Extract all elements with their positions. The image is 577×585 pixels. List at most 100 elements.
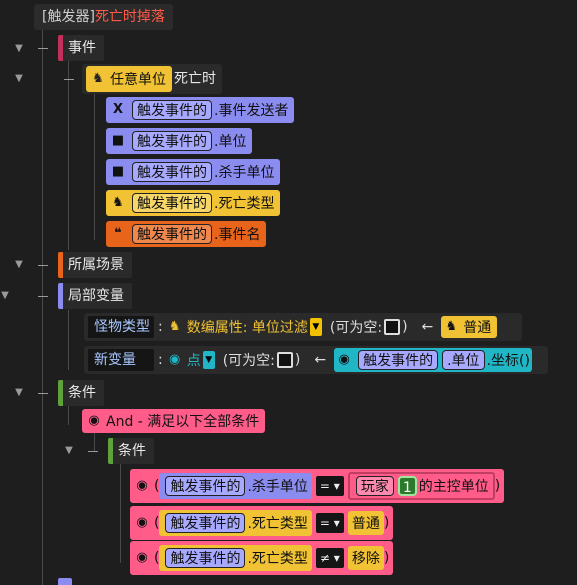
eye-icon: ◉ [136,478,148,493]
tree-line [68,310,69,370]
collapse-toggle-icon[interactable]: ▼ [15,387,23,398]
var-value-block[interactable]: ◉ 触发事件的 .单位 .坐标() [334,348,532,372]
section-condition[interactable]: 条件 [58,380,104,406]
section-condition-label: 条件 [68,385,96,401]
var-type[interactable]: 点 [186,353,201,369]
left-src-chip[interactable]: 触发事件的 [165,548,246,568]
eye-icon: ◉ [136,550,148,565]
rider-icon: ♞ [445,319,458,334]
tree-dash [38,265,48,266]
tree-dash [38,393,48,394]
collapse-toggle-icon[interactable]: ▼ [15,43,23,54]
collapse-toggle-icon[interactable]: ▼ [1,290,9,301]
condition-left-expr[interactable]: 触发事件的 .杀手单位 [159,473,312,499]
param-death-type[interactable]: ♞ 触发事件的 .死亡类型 [106,190,281,216]
param-killer-unit[interactable]: ■ 触发事件的 .杀手单位 [106,159,281,185]
param-unit[interactable]: ■ 触发事件的 .单位 [106,128,253,154]
eye-icon: ◉ [136,515,148,530]
tree-line [120,463,121,563]
param-event-name[interactable]: ❝ 触发事件的 .事件名 [106,221,267,247]
section-scene-label: 所属场景 [68,257,124,273]
section-bar [58,252,63,278]
dropdown-arrow-icon[interactable]: ▼ [309,318,322,336]
dropdown-arrow-icon[interactable]: ▼ [202,351,215,369]
operator-value: = [319,479,330,493]
and-block[interactable]: ◉ And - 满足以下全部条件 [82,409,266,433]
trigger-prefix: [触发器] [42,9,95,25]
var-value: 普通 [463,320,492,336]
collapse-toggle-icon[interactable]: ▼ [15,259,23,270]
var-name-input[interactable]: 新变量 [88,349,154,371]
nullable-label: (可为空: [222,353,275,369]
nullable-checkbox[interactable] [384,319,401,335]
collapse-toggle-icon[interactable]: ▼ [65,445,73,456]
x-icon: X [112,102,124,117]
section-local-vars-label: 局部变量 [68,288,124,304]
operator-select[interactable]: = ▾ [315,513,344,533]
tree-line [68,405,69,425]
param-src-chip[interactable]: 触发事件的 [132,100,212,120]
condition-right-expr[interactable]: 玩家 1 的主控单位 [347,472,495,500]
var-colon: : [158,352,163,368]
condition-left-expr[interactable]: 触发事件的 .死亡类型 [159,545,312,571]
nullable-close: ) [402,319,408,335]
tree-line [42,30,43,585]
collapse-toggle-icon[interactable]: ▼ [15,73,23,84]
player-chip[interactable]: 玩家 [355,476,394,496]
section-local-vars[interactable]: 局部变量 [58,283,132,309]
paren-open: ( [154,550,160,566]
rider-icon: ♞ [92,71,104,86]
section-sub-condition[interactable]: 条件 [108,438,154,464]
nullable-checkbox[interactable] [276,352,293,368]
tree-line [68,60,69,250]
section-event[interactable]: 事件 [58,35,104,61]
local-var-row[interactable]: 怪物类型 : ♞ 数编属性: 单位过滤 ▼ (可为空: ) ← ♞ 普通 [84,313,522,341]
condition-right-expr[interactable]: 移除 [347,546,384,570]
trigger-header[interactable]: [触发器]死亡时掉落 [34,4,173,30]
left-field: .死亡类型 [247,516,308,532]
var-value-block[interactable]: ♞ 普通 [441,316,498,338]
operator-value: = [319,516,330,530]
condition-row[interactable]: ◉ ( 触发事件的 .死亡类型 ≠ ▾ 移除 ) [130,541,394,575]
cube-icon: ■ [111,133,125,148]
tree-dash [64,79,74,80]
assign-arrow: ← [421,319,434,335]
operator-value: ≠ [319,551,330,565]
condition-left-expr[interactable]: 触发事件的 .死亡类型 [159,510,312,536]
var-name-input[interactable]: 怪物类型 [88,316,154,338]
param-src-chip[interactable]: 触发事件的 [132,224,212,244]
player-number-chip[interactable]: 1 [397,476,417,496]
local-var-row[interactable]: 新变量 : ◉ 点 ▼ (可为空: ) ← ◉ 触发事件的 .单位 .坐标() [84,346,548,374]
left-field: .杀手单位 [247,479,308,495]
rider-icon: ♞ [112,195,124,210]
param-src-chip[interactable]: 触发事件的 [132,131,212,151]
event-name: 死亡时 [174,71,216,87]
var-colon: : [158,319,163,335]
quote-icon: ❝ [114,226,122,241]
param-field: .事件发送者 [214,103,289,119]
operator-select[interactable]: ≠ ▾ [315,548,344,568]
value-src-chip[interactable]: 触发事件的 [358,350,439,370]
eye-icon: ◉ [88,413,100,428]
condition-row[interactable]: ◉ ( 触发事件的 .死亡类型 = ▾ 普通 ) [130,506,394,540]
right-value: 普通 [351,516,380,532]
left-src-chip[interactable]: 触发事件的 [165,513,246,533]
event-subject-block[interactable]: ♞ 任意单位 [86,66,172,92]
var-type[interactable]: 数编属性: 单位过滤 [186,320,308,336]
param-field: .杀手单位 [214,165,275,181]
section-event-label: 事件 [68,40,96,56]
operator-select[interactable]: = ▾ [315,476,344,496]
nullable-close: ) [294,352,301,368]
param-src-chip[interactable]: 触发事件的 [132,162,212,182]
section-bar [108,438,113,464]
sub-condition-label: 条件 [118,443,146,459]
paren-close: ) [383,550,390,566]
condition-right-expr[interactable]: 普通 [347,511,384,535]
param-src-chip[interactable]: 触发事件的 [132,193,212,213]
left-src-chip[interactable]: 触发事件的 [165,476,246,496]
section-scene[interactable]: 所属场景 [58,252,132,278]
value-field-chip[interactable]: .单位 [442,350,485,370]
paren-open: ( [154,515,160,531]
param-event-sender[interactable]: X 触发事件的 .事件发送者 [106,97,295,123]
condition-row[interactable]: ◉ ( 触发事件的 .杀手单位 = ▾ 玩家 1 的主控单位 ) [130,469,505,503]
